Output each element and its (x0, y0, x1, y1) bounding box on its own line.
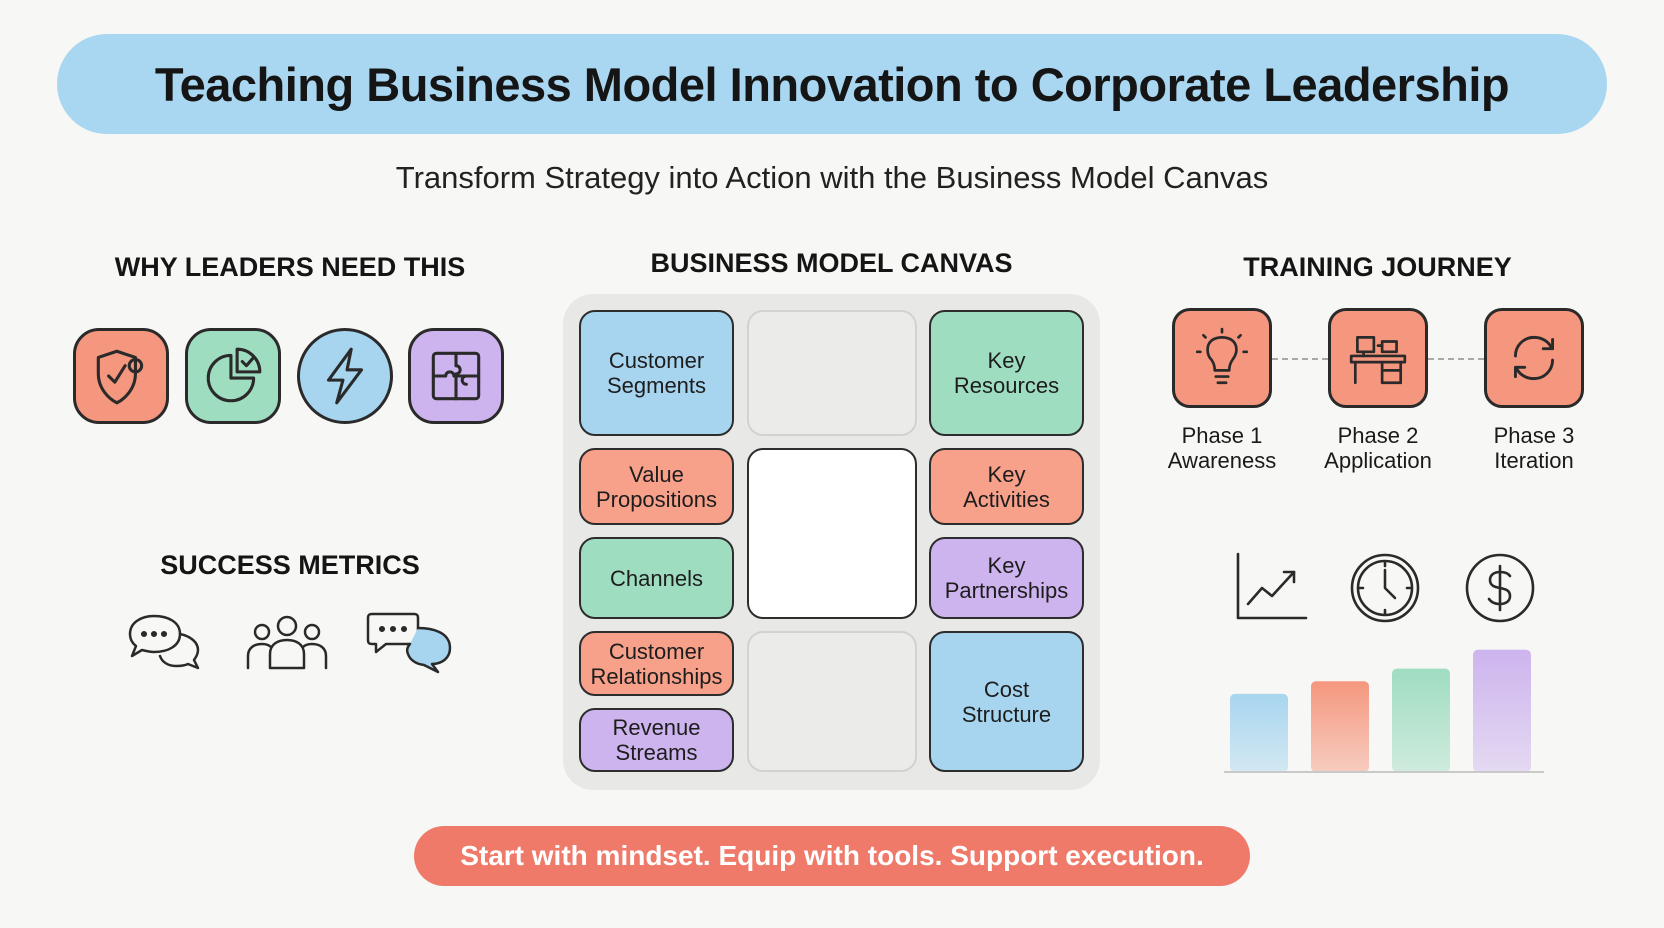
pie-chart-icon (185, 328, 281, 424)
phase-2-label: Phase 2 Application (1324, 423, 1432, 473)
empty-cell-bottom (747, 631, 917, 772)
canvas-heading: BUSINESS MODEL CANVAS (650, 248, 1013, 278)
progress-bar (1230, 693, 1288, 772)
progress-bar (1392, 668, 1450, 772)
cell-channels: Channels (579, 537, 734, 619)
desk-icon (1328, 308, 1428, 408)
cta-banner: Start with mindset. Equip with tools. Su… (414, 826, 1250, 886)
phase-3-label: Phase 3 Iteration (1493, 423, 1575, 473)
page-title: Teaching Business Model Innovation to Co… (154, 57, 1510, 111)
cell-key-activities: Key Activities (929, 448, 1084, 525)
clock-icon (1350, 553, 1420, 623)
journey-connector (1272, 358, 1328, 360)
cycle-arrows-icon (1484, 308, 1584, 408)
journey-heading: TRAINING JOURNEY (1243, 252, 1512, 282)
why-leaders-heading: WHY LEADERS NEED THIS (114, 252, 466, 282)
cell-value-propositions: Value Propositions (579, 448, 734, 525)
journey-connector (1428, 358, 1484, 360)
progress-bar (1473, 649, 1531, 772)
trend-chart-icon (1236, 552, 1308, 620)
cell-revenue-streams: Revenue Streams (579, 708, 734, 772)
lightbulb-icon (1172, 308, 1272, 408)
team-icon (246, 615, 328, 670)
chat-bubbles-icon (128, 614, 200, 670)
cell-key-resources: Key Resources (929, 310, 1084, 436)
progress-bar-chart (1224, 649, 1544, 773)
dollar-icon (1465, 553, 1535, 623)
phase-1-label: Phase 1 Awareness (1167, 423, 1277, 473)
page-subtitle: Transform Strategy into Action with the … (395, 160, 1269, 195)
empty-cell-center (747, 448, 917, 619)
title-banner: Teaching Business Model Innovation to Co… (57, 34, 1607, 134)
shield-icon (73, 328, 169, 424)
puzzle-icon (408, 328, 504, 424)
lightning-icon (297, 328, 393, 424)
cell-cost-structure: Cost Structure (929, 631, 1084, 772)
cta-text: Start with mindset. Equip with tools. Su… (460, 840, 1204, 871)
cell-key-partnerships: Key Partnerships (929, 537, 1084, 619)
cell-customer-relationships: Customer Relationships (579, 631, 734, 696)
conversation-icon (366, 612, 452, 674)
cell-customer-segments: Customer Segments (579, 310, 734, 436)
empty-cell-top (747, 310, 917, 436)
progress-bar (1311, 681, 1369, 772)
success-metrics-heading: SUCCESS METRICS (160, 550, 420, 580)
